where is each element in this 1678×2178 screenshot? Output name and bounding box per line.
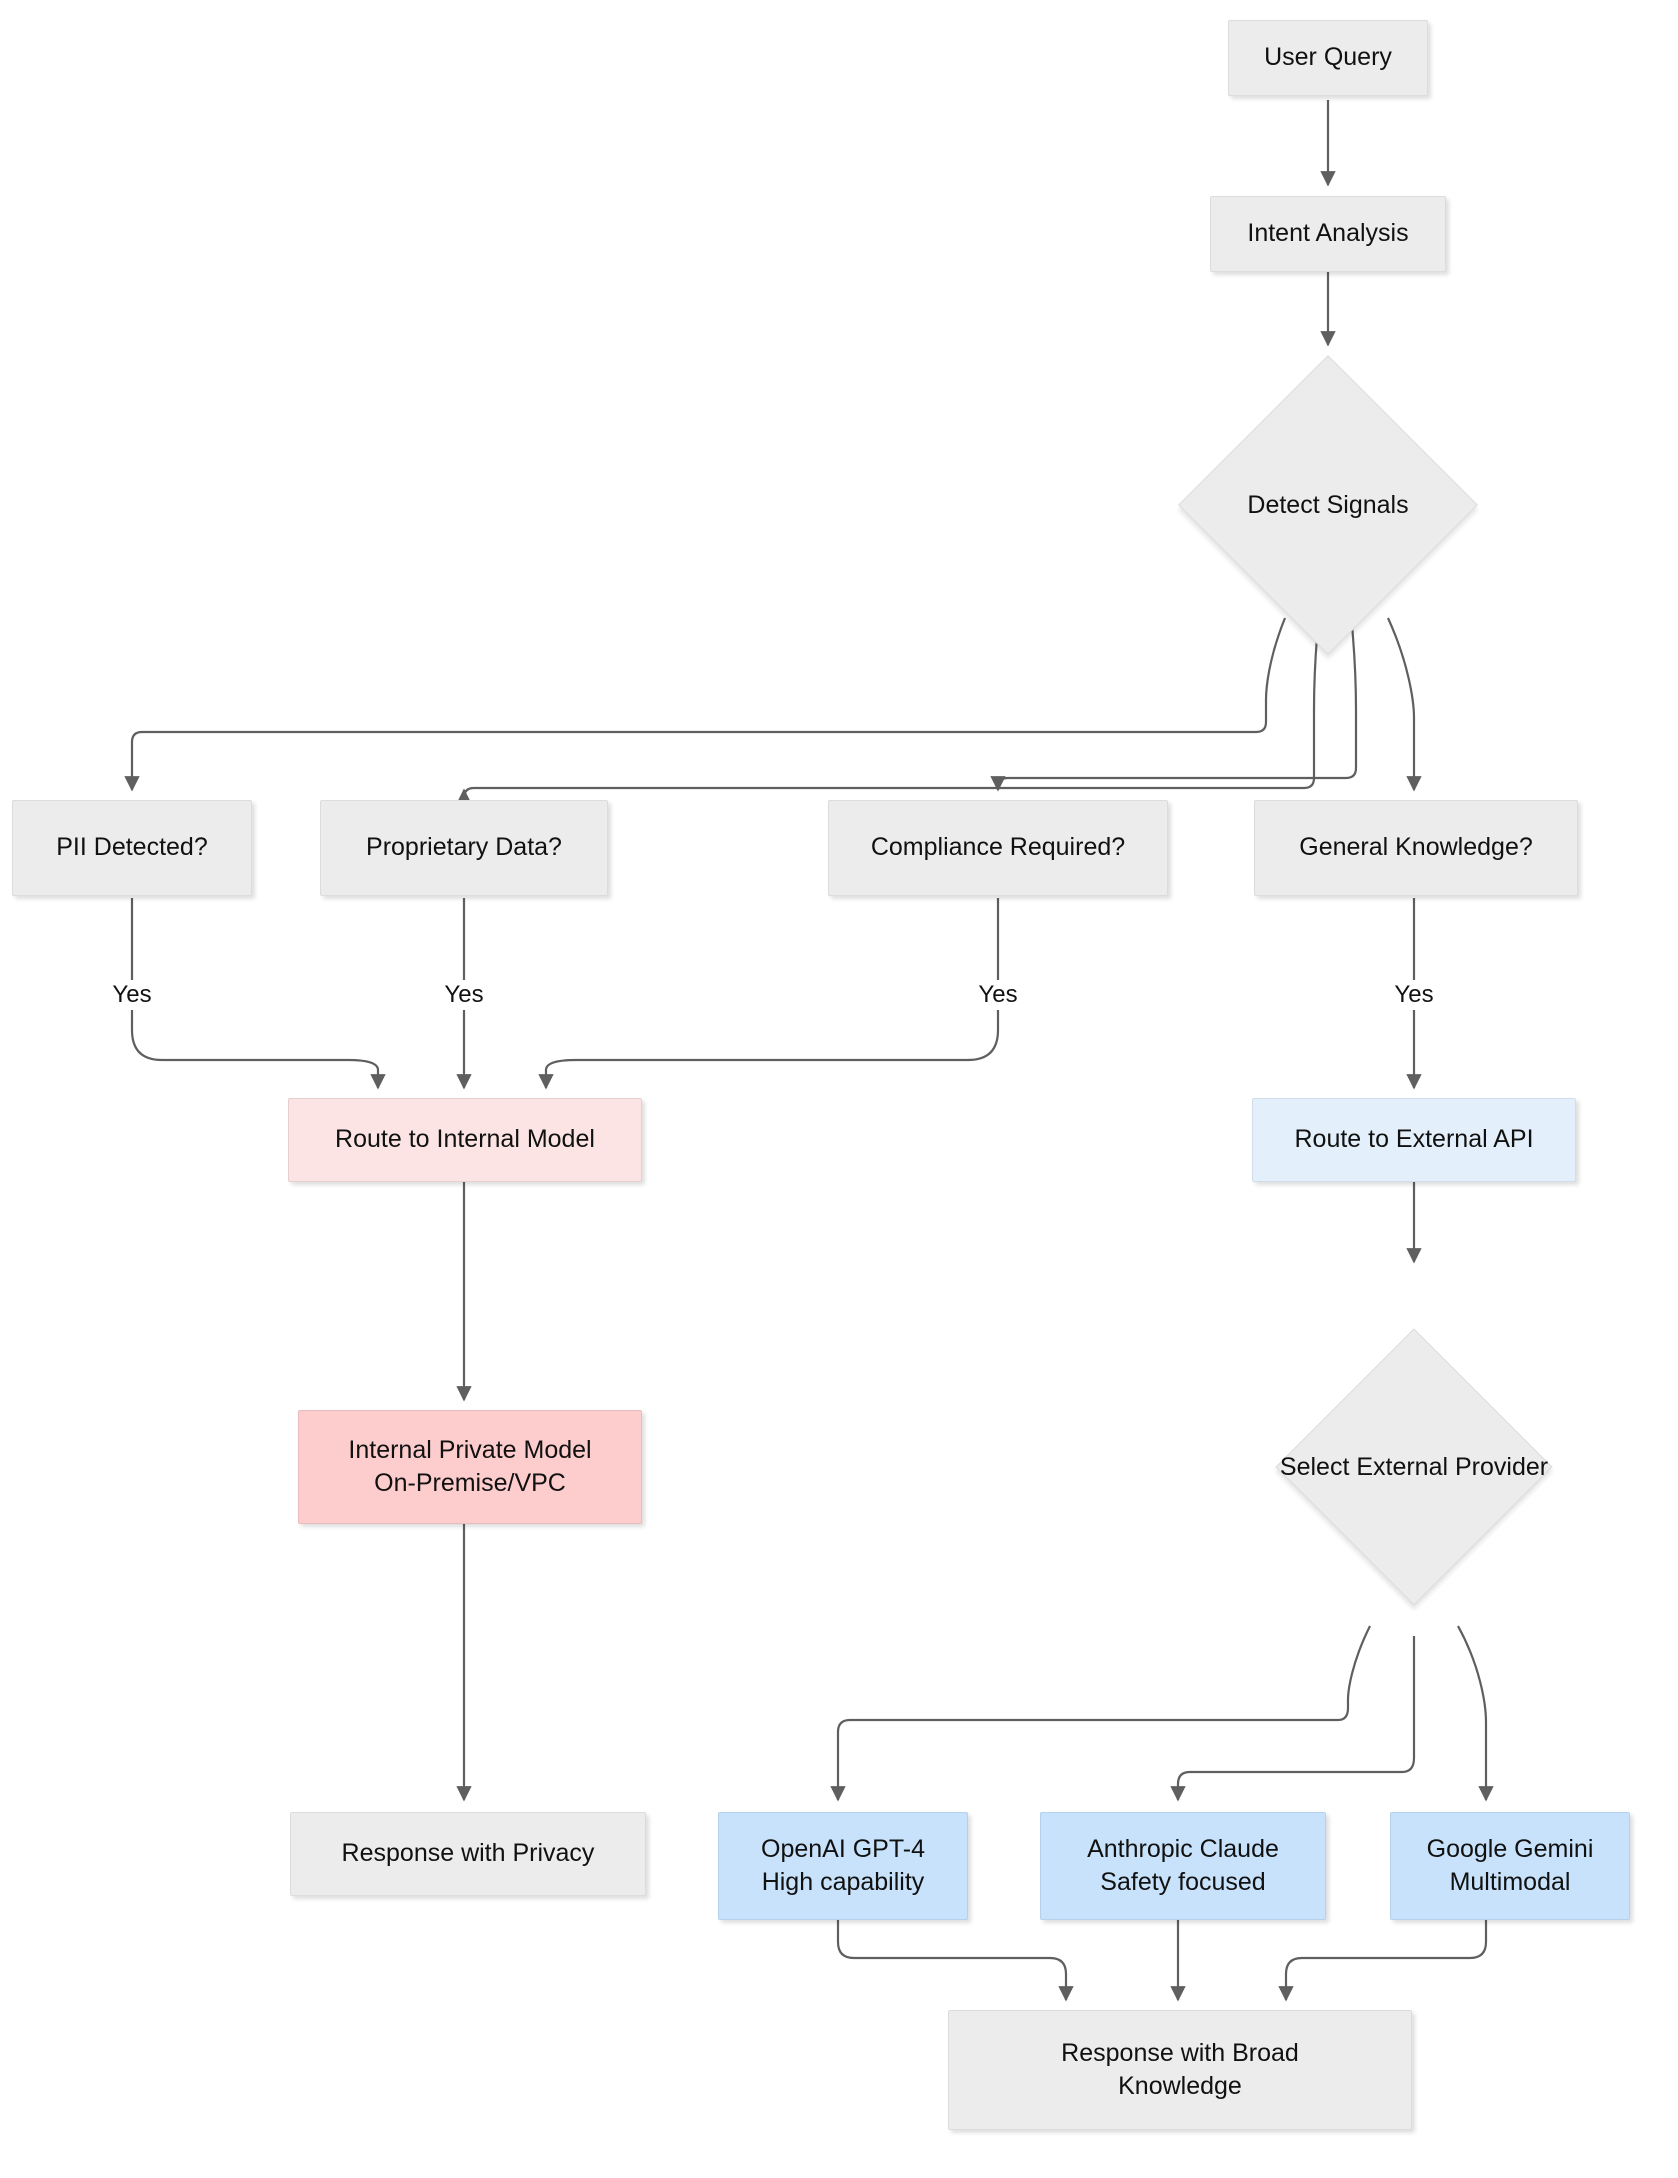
node-pii-detected[interactable]: PII Detected?: [12, 800, 252, 896]
node-openai-gpt4[interactable]: OpenAI GPT-4 High capability: [718, 1812, 968, 1920]
node-response-with-privacy[interactable]: Response with Privacy: [290, 1812, 646, 1896]
edge-label-proprietary-yes: Yes: [439, 980, 489, 1010]
edge-label-pii-yes: Yes: [107, 980, 157, 1010]
node-anthropic-claude[interactable]: Anthropic Claude Safety focused: [1040, 1812, 1326, 1920]
edge-compliance-to-route-internal: [538, 898, 1000, 1090]
node-select-external-provider[interactable]: Select External Provider: [1204, 1272, 1624, 1662]
node-internal-private-model[interactable]: Internal Private Model On-Premise/VPC: [298, 1410, 642, 1524]
node-route-to-external-api[interactable]: Route to External API: [1252, 1098, 1576, 1182]
node-general-knowledge[interactable]: General Knowledge?: [1254, 800, 1578, 896]
node-route-to-internal-model[interactable]: Route to Internal Model: [288, 1098, 642, 1182]
node-compliance-required[interactable]: Compliance Required?: [828, 800, 1168, 896]
detect-signals-label: Detect Signals: [1247, 490, 1409, 519]
node-user-query[interactable]: User Query: [1228, 20, 1428, 96]
edge-pii-to-route-internal: [130, 898, 386, 1090]
node-detect-signals[interactable]: Detect Signals: [1178, 355, 1478, 655]
select-external-provider-label: Select External Provider: [1279, 1452, 1549, 1481]
edge-detect-to-pii: [124, 617, 1287, 792]
edge-label-general-yes: Yes: [1389, 980, 1439, 1010]
node-intent-analysis[interactable]: Intent Analysis: [1210, 196, 1446, 272]
node-google-gemini[interactable]: Google Gemini Multimodal: [1390, 1812, 1630, 1920]
edge-label-compliance-yes: Yes: [973, 980, 1023, 1010]
node-response-with-broad-knowledge[interactable]: Response with Broad Knowledge: [948, 2010, 1412, 2130]
edge-gemini-to-response-broad: [1278, 1910, 1488, 2002]
edge-openai-to-response-broad: [836, 1910, 1074, 2002]
node-proprietary-data[interactable]: Proprietary Data?: [320, 800, 608, 896]
